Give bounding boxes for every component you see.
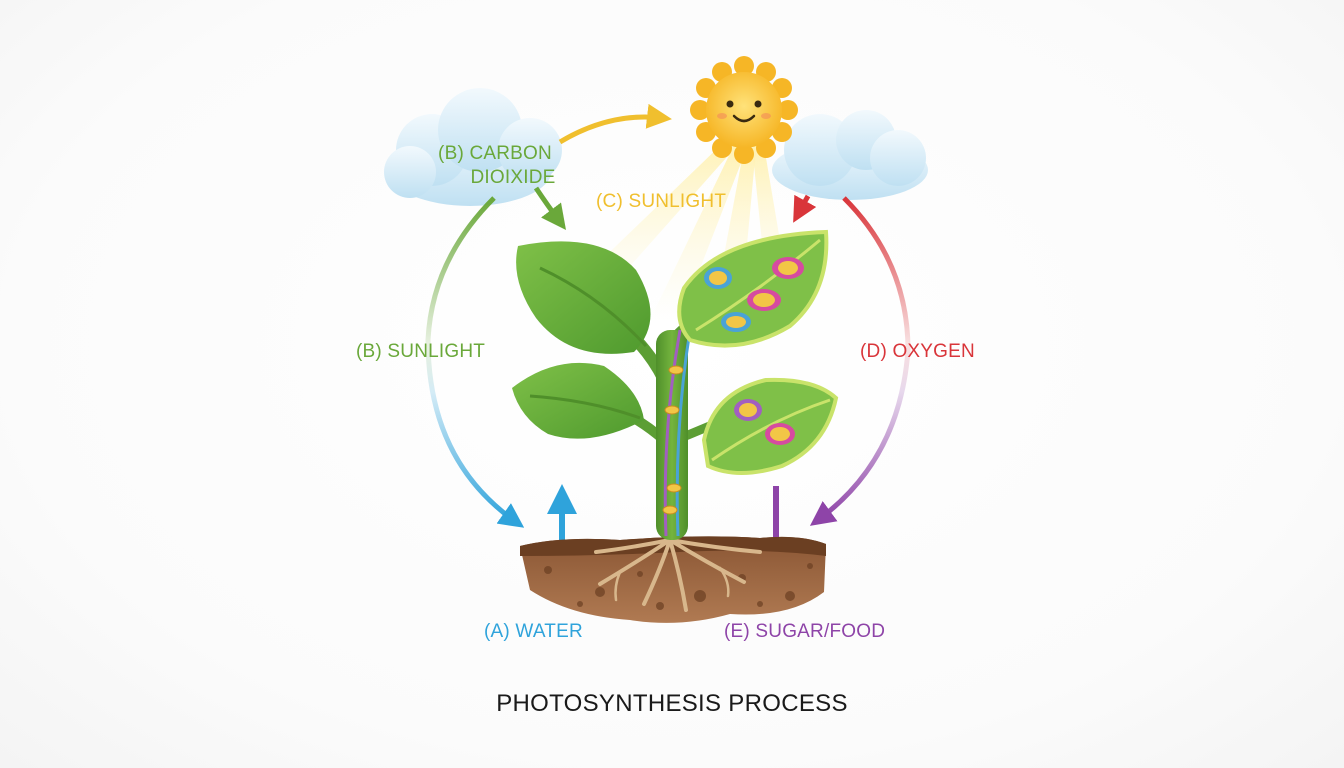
sunlight-label-top: (C) SUNLIGHT [596, 191, 727, 212]
carbon-dioxide-label-line1: (B) CARBON [438, 143, 552, 164]
cloud-icon [772, 110, 928, 200]
sugar-food-label: (E) SUGAR/FOOD [724, 621, 886, 642]
cloud-icon [384, 88, 562, 206]
oxygen-arrow-top [793, 194, 817, 223]
root-icon [594, 538, 762, 612]
chloroplast-icon [704, 257, 804, 445]
water-label: (A) WATER [484, 621, 583, 642]
carbon-dioxide-label: (B) CARBON DIOIXIDE [420, 142, 570, 190]
sun-icon [690, 56, 798, 164]
carbon-dioxide-label-line2: DIOIXIDE [470, 167, 556, 188]
left-cycle-arc [425, 196, 525, 528]
oxygen-label: (D) OXYGEN [860, 341, 975, 362]
carbon-dioxide-arrow [533, 186, 566, 231]
right-cycle-arc [809, 196, 911, 526]
diagram-title: PHOTOSYNTHESIS PROCESS [496, 690, 848, 717]
sunlight-label-left: (B) SUNLIGHT [356, 341, 486, 362]
sunlight-arrow-top [558, 103, 672, 145]
